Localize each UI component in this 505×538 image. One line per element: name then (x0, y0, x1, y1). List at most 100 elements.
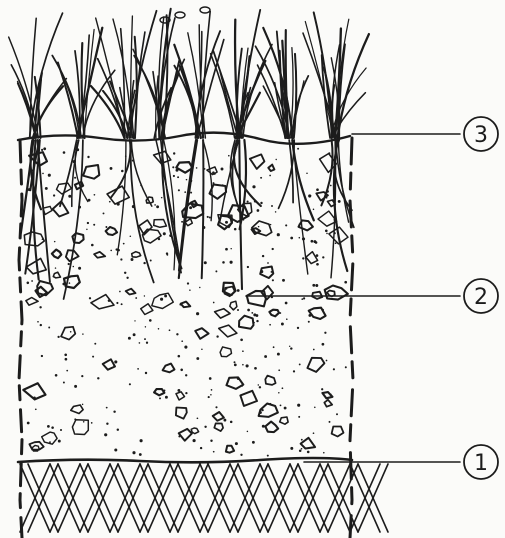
soil-dot (172, 166, 174, 168)
soil-dot (237, 289, 240, 292)
soil-dot (60, 429, 62, 431)
soil-dot (247, 200, 249, 202)
soil-dot (103, 212, 105, 214)
soil-dot (260, 177, 262, 179)
soil-dot (177, 389, 180, 392)
soil-dot (271, 271, 273, 273)
soil-dot (345, 366, 347, 368)
soil-dot (222, 184, 224, 186)
grass-blade (82, 43, 85, 138)
soil-dot (258, 384, 259, 385)
soil-dot (310, 195, 312, 197)
soil-dot (315, 284, 318, 287)
gravel-stone (71, 405, 83, 414)
soil-dot (326, 233, 328, 235)
soil-dot (166, 252, 168, 254)
soil-dot (108, 299, 111, 302)
soil-dot (78, 267, 81, 270)
soil-dot (176, 333, 178, 335)
gravel-stone (301, 438, 316, 449)
gravel-stone (83, 165, 99, 179)
soil-dot (247, 266, 249, 268)
soil-dot (313, 349, 315, 351)
grass-blade (211, 54, 235, 138)
soil-dot (237, 377, 240, 380)
gravel-stone (91, 295, 114, 309)
root-strand (292, 140, 314, 220)
soil-dot (55, 267, 56, 268)
soil-dot (31, 280, 33, 282)
soil-dot (221, 168, 224, 171)
soil-dot (277, 233, 280, 236)
soil-dot (114, 360, 117, 363)
soil-dot (213, 182, 215, 184)
grass-blade (294, 54, 296, 138)
soil-dot (109, 201, 111, 203)
gravel-stone (52, 250, 61, 259)
soil-dot (344, 281, 347, 284)
soil-dot (124, 272, 126, 274)
soil-dot (106, 422, 108, 424)
soil-dot (299, 450, 302, 453)
soil-dot (27, 422, 30, 425)
soil-dot (308, 314, 311, 317)
soil-dot (53, 194, 55, 196)
soil-dot (149, 319, 152, 322)
soil-dot (105, 226, 107, 228)
soil-dot (181, 340, 183, 342)
gravel-stone (195, 328, 208, 339)
soil-dot (325, 229, 328, 232)
soil-dot (120, 258, 122, 260)
soil-dot (303, 297, 305, 299)
soil-dot (110, 167, 113, 170)
soil-dot (251, 312, 253, 314)
root-system (21, 140, 354, 299)
soil-dot (164, 295, 167, 298)
grass-tip (175, 12, 185, 18)
soil-dot (204, 426, 206, 428)
soil-dot (123, 243, 125, 245)
gravel-stone (132, 252, 141, 258)
soil-dot (113, 410, 115, 412)
soil-dot (145, 326, 146, 327)
soil-dot (193, 439, 196, 442)
soil-dot (215, 270, 217, 272)
grass-blade (243, 45, 272, 139)
soil-dot (66, 370, 68, 372)
gravel-stone (214, 423, 223, 431)
soil-dot (181, 221, 183, 223)
soil-dot (110, 250, 112, 252)
soil-dot (316, 263, 319, 266)
gravel-stone (181, 302, 191, 308)
soil-dot (185, 374, 187, 376)
soil-dot (163, 232, 166, 235)
soil-dot (134, 320, 135, 321)
soil-dot (48, 174, 51, 177)
soil-dot (185, 392, 187, 394)
soil-dot (132, 451, 135, 454)
gravel-stone (103, 359, 115, 369)
soil-dot (275, 211, 277, 213)
gravel-stone (227, 377, 244, 389)
soil-dot (297, 148, 299, 150)
soil-dot (313, 209, 315, 211)
soil-dot (261, 409, 263, 411)
soil-dot (278, 392, 280, 394)
soil-dot (204, 261, 207, 264)
gravel-stone (154, 220, 167, 228)
soil-dot (92, 356, 94, 358)
soil-dot (216, 335, 218, 337)
soil-dot (156, 205, 159, 208)
soil-dot (160, 298, 163, 301)
soil-dot (297, 327, 299, 329)
soil-column-outline (19, 138, 353, 538)
gravel-stone (176, 408, 187, 419)
soil-dot (209, 217, 211, 219)
soil-dot (27, 282, 30, 285)
gravel-stone (265, 422, 278, 433)
soil-dot (173, 175, 175, 177)
soil-dot (280, 405, 282, 407)
gravel-stone (306, 252, 318, 264)
soil-dot (200, 447, 202, 449)
soil-dot (104, 433, 107, 436)
